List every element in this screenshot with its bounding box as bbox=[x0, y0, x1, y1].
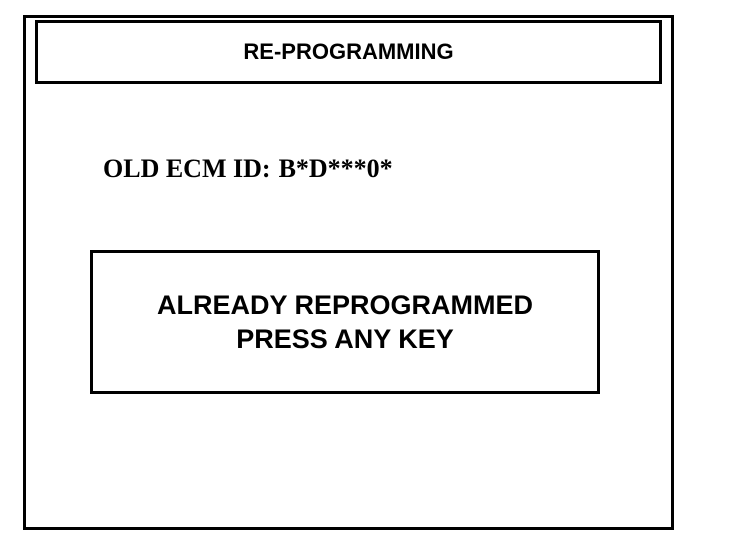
status-message-line-1: ALREADY REPROGRAMMED bbox=[156, 290, 534, 320]
title-bar: RE-PROGRAMMING bbox=[35, 20, 662, 84]
old-ecm-id-row: OLD ECM ID:B*D***0* bbox=[103, 156, 393, 182]
status-message-box: ALREADY REPROGRAMMED PRESS ANY KEY bbox=[90, 250, 600, 394]
old-ecm-id-value: B*D***0* bbox=[278, 154, 393, 183]
old-ecm-id-label: OLD ECM ID: bbox=[103, 154, 271, 183]
press-any-key-prompt: PRESS ANY KEY bbox=[236, 324, 454, 354]
screen-frame bbox=[23, 15, 674, 530]
page-title: RE-PROGRAMMING bbox=[243, 39, 454, 64]
